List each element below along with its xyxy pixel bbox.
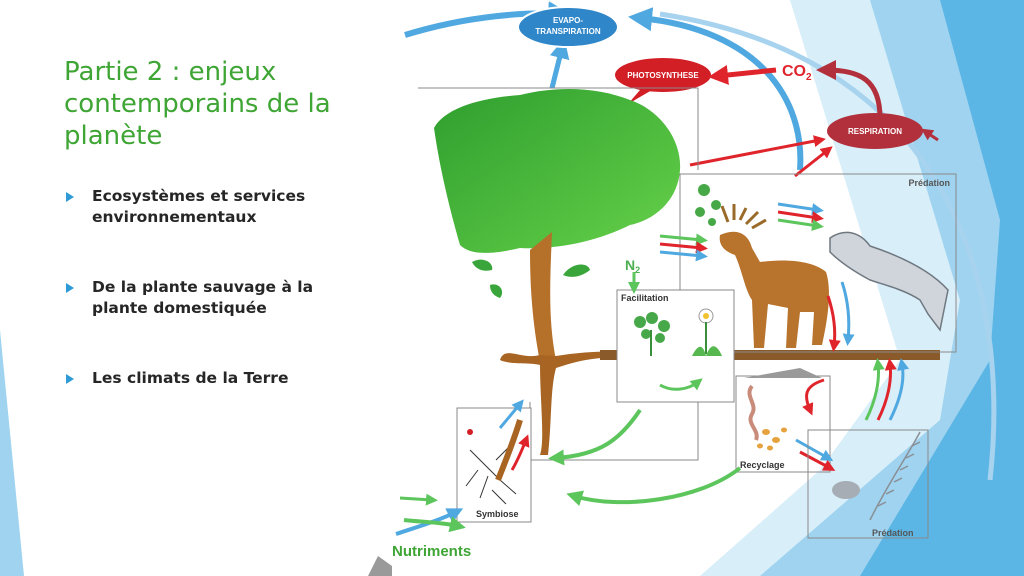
predation-top-label: Prédation xyxy=(908,178,950,188)
evapo-label-line1: EVAPO- xyxy=(553,16,583,25)
mid-box-frame xyxy=(529,402,699,461)
evapo-up-arrow xyxy=(549,38,570,89)
tree-moose-arrow-green xyxy=(659,233,708,246)
photosynthese-label: PHOTOSYNTHESE xyxy=(627,71,699,80)
mushroom-icon xyxy=(467,429,473,435)
respiration-in-arrow-2 xyxy=(794,146,833,178)
bullet-item-plante: De la plante sauvage à la plante domesti… xyxy=(66,277,366,319)
bullet-text: Les climats de la Terre xyxy=(92,369,289,387)
tree-moose-arrow-red xyxy=(659,241,708,254)
respiration-in-arrow-3 xyxy=(921,128,939,142)
daisy-plant-icon xyxy=(692,308,722,356)
symbiose-up-arrow-blue xyxy=(498,399,524,429)
nutriments-label: Nutriments xyxy=(392,543,471,560)
wolf-icon xyxy=(829,231,949,332)
co2-label: CO2 xyxy=(782,63,812,83)
tree-trunk xyxy=(530,232,556,362)
right-arrow-up-red xyxy=(876,358,897,421)
recyclage-in-arrow-red xyxy=(802,378,825,416)
respiration-label: RESPIRATION xyxy=(848,127,902,136)
co2-to-photosynthese-arrow xyxy=(708,65,777,85)
facilitation-box xyxy=(616,289,735,403)
litter-layer xyxy=(744,368,822,378)
tree-moose-arrow-blue xyxy=(659,249,708,262)
recyclage-out-arrow-blue xyxy=(795,438,834,461)
bullet-item-climats: Les climats de la Terre xyxy=(66,368,366,389)
clover-plant-icon xyxy=(634,312,670,356)
bullet-text: De la plante sauvage à la plante domesti… xyxy=(92,278,314,317)
moose-wolf-arrow-blue xyxy=(777,202,824,216)
predation-top-box xyxy=(679,173,957,353)
diagram-frame-top xyxy=(418,87,699,170)
evapo-outer-arc xyxy=(659,11,997,481)
bullet-arrow-icon xyxy=(66,283,74,293)
n2-label: N2 xyxy=(625,257,640,275)
tree-canopy xyxy=(434,88,681,253)
predation-bottom-label: Prédation xyxy=(872,528,914,538)
symbiose-label: Symbiose xyxy=(476,509,519,519)
bullet-item-ecosystemes: Ecosystèmes et services environnementaux xyxy=(66,186,366,228)
moose-down-arrow xyxy=(826,295,841,352)
bullet-arrow-icon xyxy=(66,192,74,202)
moose-wolf-arrow-red xyxy=(777,210,824,224)
respiration-to-co2-arrow xyxy=(816,60,883,119)
mycorrhiza-icon xyxy=(465,445,517,505)
evapotranspiration-bubble xyxy=(517,6,619,48)
right-shape-dark xyxy=(860,0,1024,576)
evapo-label-line2: TRANSPIRATION xyxy=(535,27,600,36)
tree-leaf-left xyxy=(472,259,493,271)
facilitation-root-arrow xyxy=(659,378,703,391)
worm-icon xyxy=(747,384,759,441)
right-arrow-up-blue xyxy=(888,358,910,421)
tree-leaf-small xyxy=(563,264,590,277)
photosynthese-bubble-tail xyxy=(628,90,652,104)
symbiose-root xyxy=(495,419,523,482)
grey-corner-shape xyxy=(368,556,392,576)
bullet-text: Ecosystèmes et services environnementaux xyxy=(92,187,306,226)
recyclage-label: Recyclage xyxy=(740,460,785,470)
branch-leaves-icon xyxy=(695,184,721,226)
respiration-bubble xyxy=(827,113,923,149)
soil-strip xyxy=(600,350,940,360)
respiration-in-arrow-1 xyxy=(689,135,826,167)
nutriments-arrow-green xyxy=(399,493,438,506)
bottom-green-arrow-long xyxy=(566,466,742,506)
predation-bottom-box xyxy=(807,429,929,539)
moose-icon xyxy=(719,204,829,348)
wolf-down-arrow-1 xyxy=(840,281,855,346)
tree-leaf-left-2 xyxy=(490,284,503,298)
tree-roots xyxy=(500,351,650,455)
recyclage-out-arrow-red xyxy=(799,450,836,471)
fungi-icon xyxy=(757,427,787,451)
left-edge-accent xyxy=(0,330,24,576)
middle-green-arrow xyxy=(548,408,642,466)
right-arrow-up-green xyxy=(864,358,885,421)
bullet-arrow-icon xyxy=(66,374,74,384)
symbiose-up-arrow-red xyxy=(510,434,530,471)
moose-wolf-arrow-green xyxy=(777,218,824,232)
photosynthese-bubble xyxy=(615,58,711,92)
slide-title: Partie 2 : enjeux contemporains de la pl… xyxy=(64,57,331,151)
facilitation-label: Facilitation xyxy=(621,293,669,303)
centipede-icon xyxy=(869,431,921,521)
nutriments-arrow-green-2 xyxy=(403,516,466,533)
beetle-icon xyxy=(832,481,860,499)
